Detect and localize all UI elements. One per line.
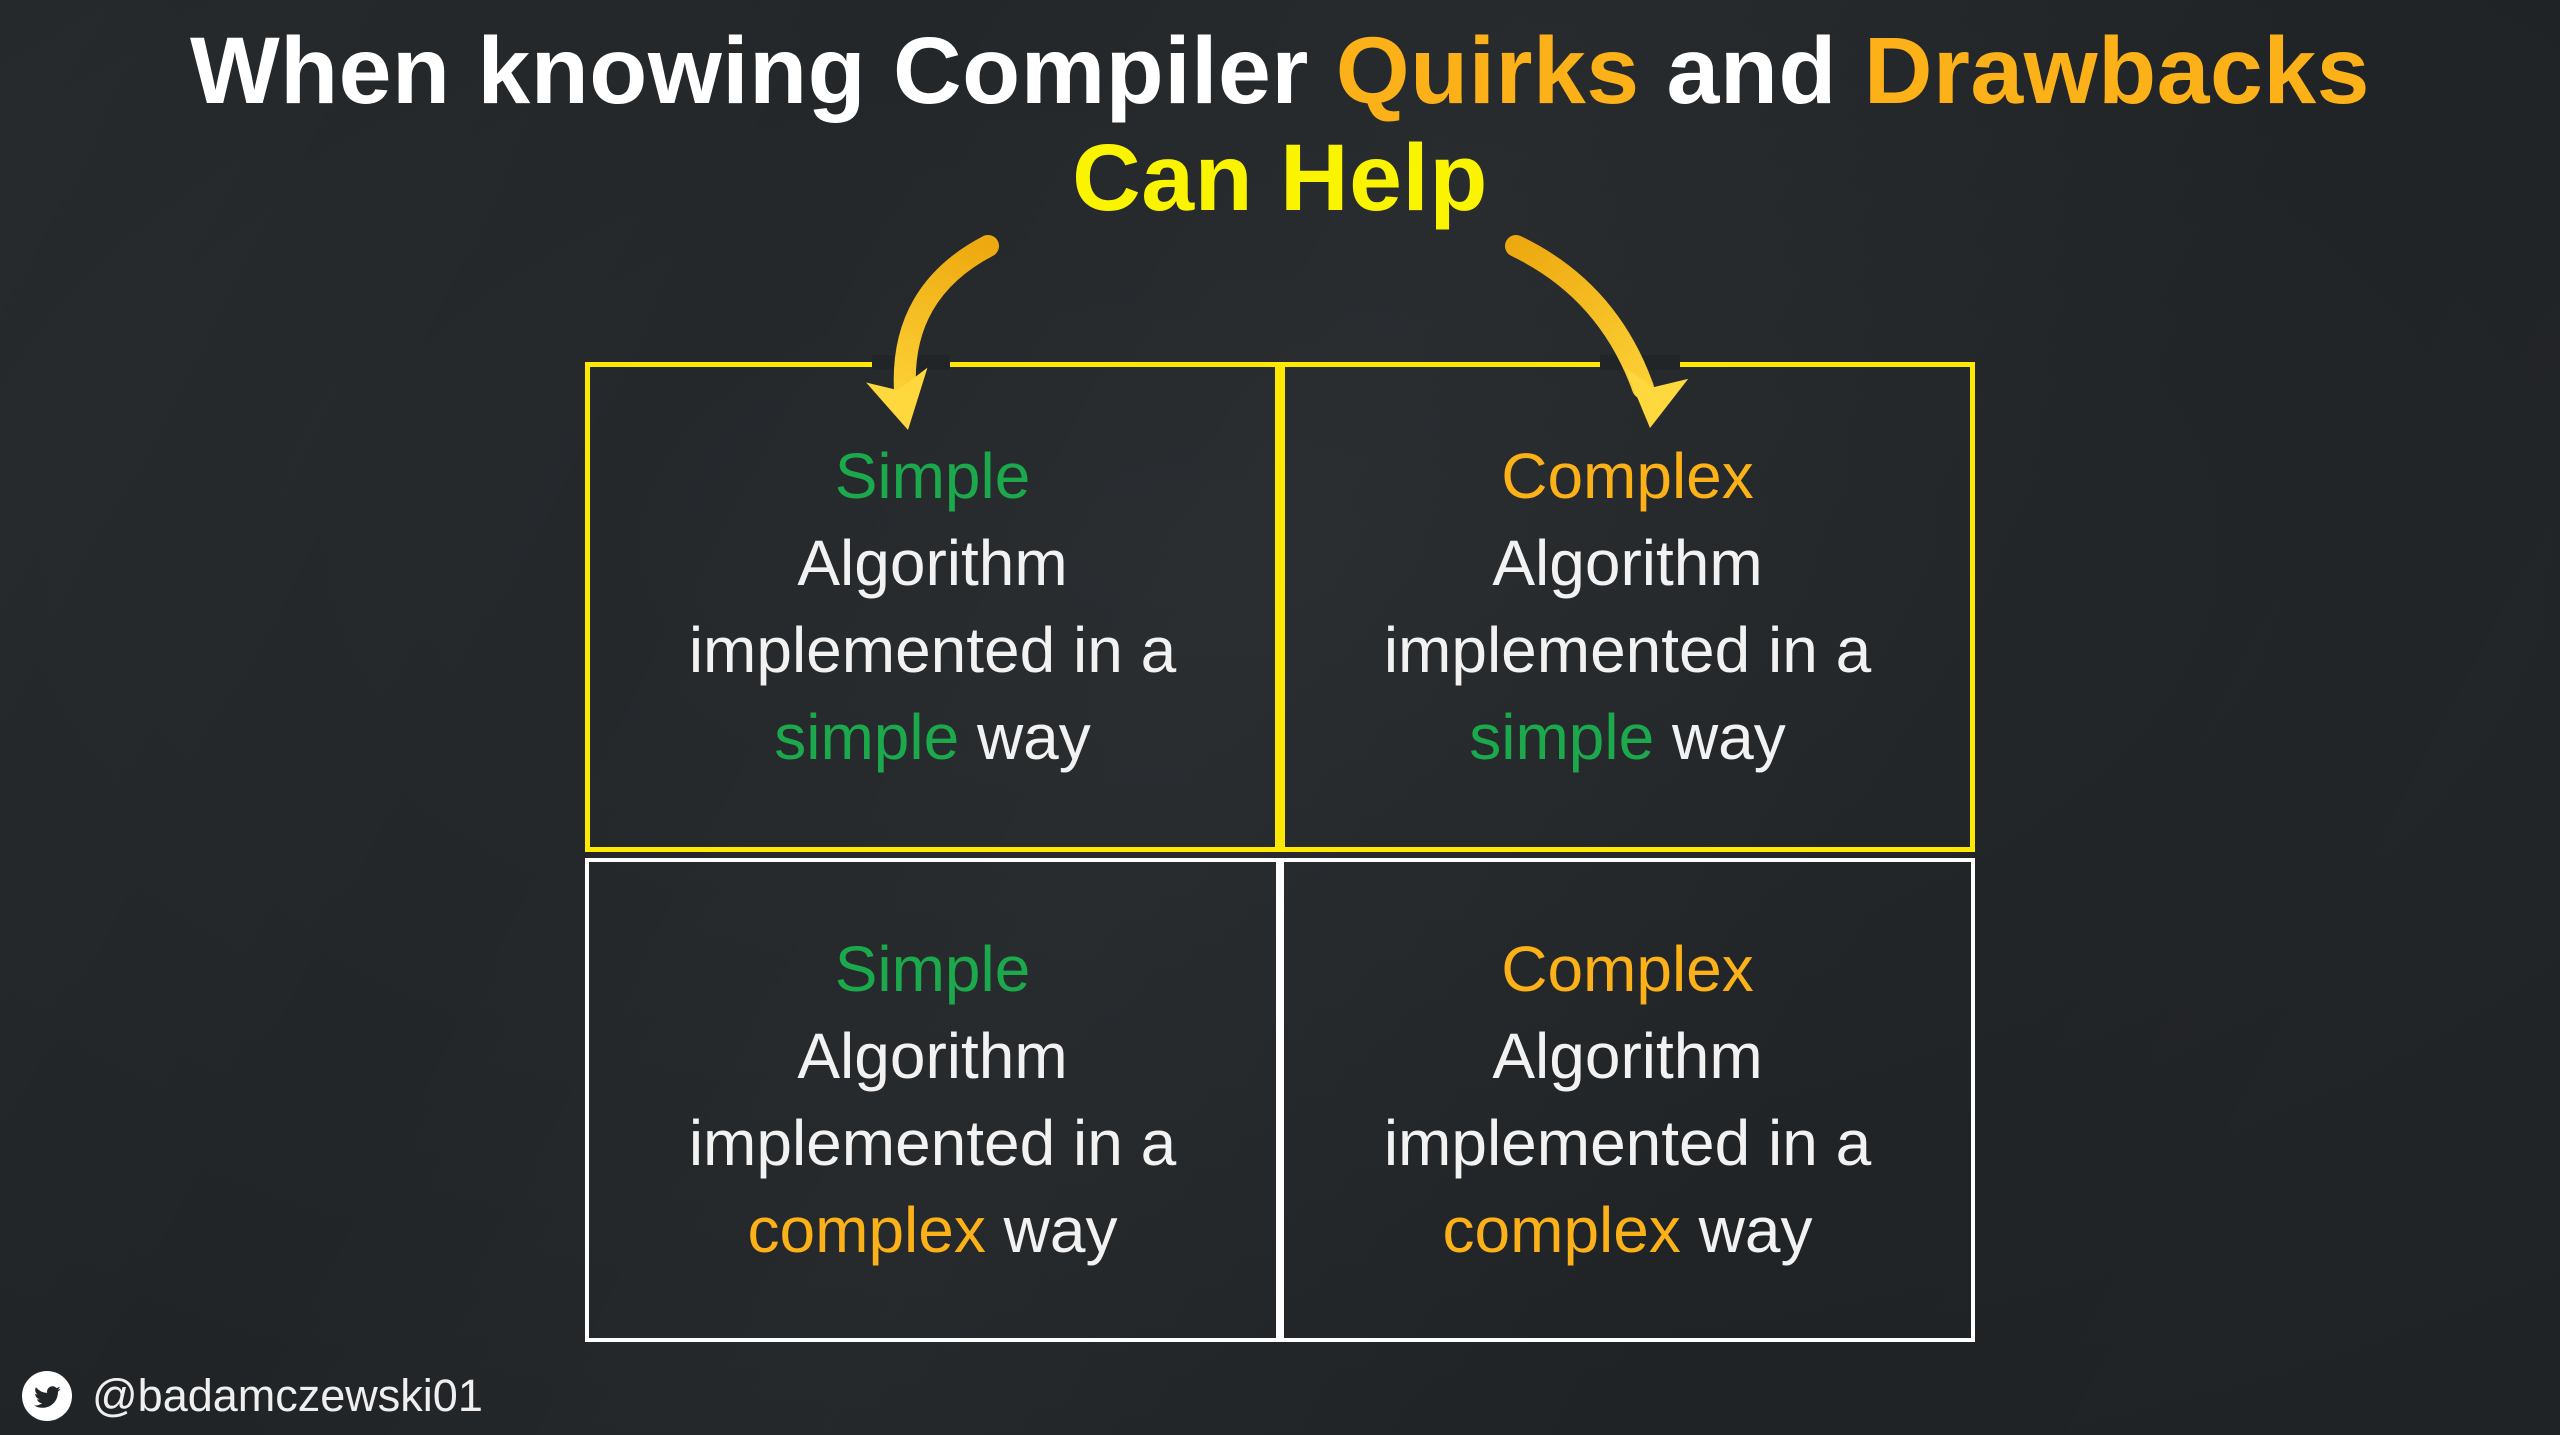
- twitter-handle: @badamczewski01: [92, 1370, 483, 1421]
- page-title: When knowing Compiler Quirks and Drawbac…: [0, 18, 2560, 232]
- cell-keyword: Complex: [1501, 440, 1754, 512]
- cell-line: complex way: [748, 1187, 1118, 1274]
- cell-line: simple way: [774, 694, 1091, 781]
- cell-line: implemented in a: [688, 1107, 1177, 1179]
- cell-suffix: way: [1680, 1194, 1813, 1266]
- twitter-bird-icon: [22, 1371, 72, 1421]
- title-highlight-quirks: Quirks: [1335, 18, 1640, 124]
- quadrant-grid-top-row: Simple Algorithm implemented in a simple…: [585, 362, 1975, 852]
- quadrant-top-left: Simple Algorithm implemented in a simple…: [585, 362, 1280, 852]
- quadrant-bottom-left: Simple Algorithm implemented in a comple…: [585, 858, 1280, 1342]
- title-highlight-drawbacks: Drawbacks: [1863, 18, 2371, 124]
- cell-line: Algorithm: [1492, 1020, 1763, 1092]
- footer-attribution: @badamczewski01: [22, 1370, 483, 1422]
- cell-adverb: simple: [1469, 701, 1655, 773]
- cell-keyword: Complex: [1501, 933, 1754, 1005]
- cell-line: Algorithm: [797, 1020, 1068, 1092]
- cell-line: implemented in a: [1383, 614, 1872, 686]
- cell-line: Algorithm: [1492, 527, 1763, 599]
- title-text-1: When knowing Compiler: [189, 18, 1336, 124]
- quadrant-top-right: Complex Algorithm implemented in a simpl…: [1280, 362, 1975, 852]
- cell-suffix: way: [985, 1194, 1118, 1266]
- cell-line: implemented in a: [688, 614, 1177, 686]
- quadrant-grid-bottom-row: Simple Algorithm implemented in a comple…: [585, 858, 1975, 1342]
- cell-line: simple way: [1469, 694, 1786, 781]
- quadrant-bottom-right: Complex Algorithm implemented in a compl…: [1280, 858, 1975, 1342]
- cell-adverb: complex: [1442, 1194, 1681, 1266]
- title-line-1: When knowing Compiler Quirks and Drawbac…: [0, 18, 2560, 125]
- cell-adverb: complex: [747, 1194, 986, 1266]
- cell-keyword: Simple: [834, 440, 1031, 512]
- cell-suffix: way: [959, 701, 1091, 773]
- cell-line: implemented in a: [1383, 1107, 1872, 1179]
- cell-line: Algorithm: [797, 527, 1068, 599]
- title-line-2: Can Help: [0, 125, 2560, 232]
- cell-adverb: simple: [774, 701, 960, 773]
- cell-keyword: Simple: [834, 933, 1031, 1005]
- cell-suffix: way: [1654, 701, 1786, 773]
- title-text-2: and: [1639, 18, 1864, 124]
- cell-line: complex way: [1443, 1187, 1813, 1274]
- title-highlight-can-help: Can Help: [1072, 125, 1488, 231]
